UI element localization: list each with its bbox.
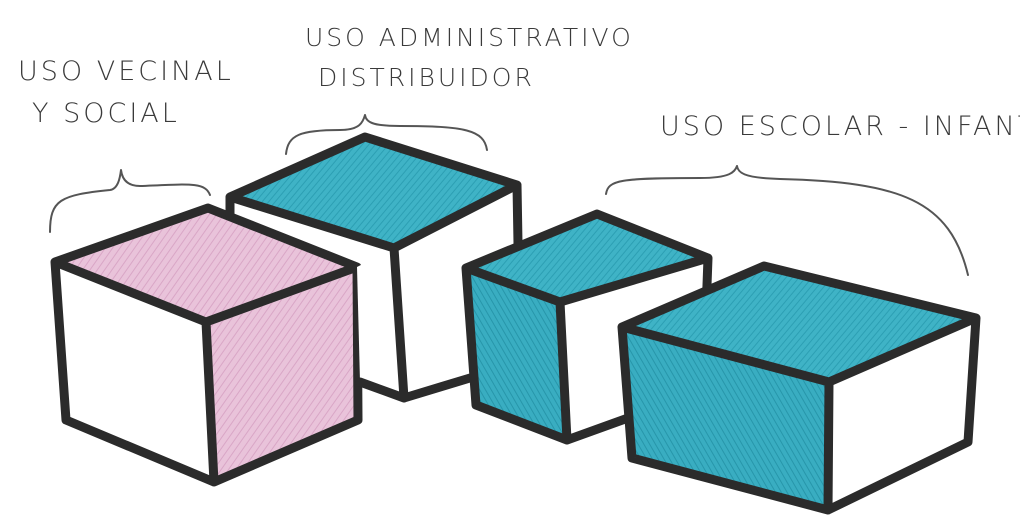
box-vecinal-right	[206, 267, 358, 482]
brace-admin	[285, 114, 488, 155]
label-admin-line2: DISTRIBUIDOR	[318, 63, 535, 92]
box-escolar-large-right	[828, 318, 976, 510]
box-vecinal-left	[55, 262, 214, 482]
brace-escolar	[605, 165, 969, 276]
box-escolar-small-left	[466, 268, 567, 440]
brace-vecinal	[49, 169, 211, 233]
label-vecinal-line2: Y SOCIAL	[32, 98, 180, 129]
label-admin-line1: USO ADMINISTRATIVO	[305, 23, 634, 52]
box-vecinal	[50, 203, 363, 487]
label-escolar: USO ESCOLAR - INFANTIL	[660, 111, 1020, 142]
label-vecinal-line1: USO VECINAL	[18, 56, 234, 87]
box-escolar-large	[617, 261, 981, 515]
